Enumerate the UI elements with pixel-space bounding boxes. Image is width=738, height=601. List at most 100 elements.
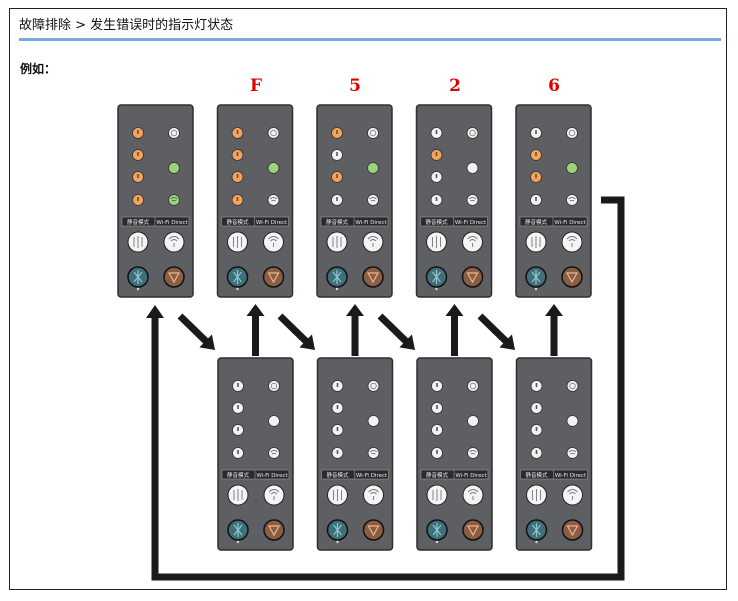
control-panel-top-0: 静音模式 Wi-Fi Direct: [117, 104, 194, 298]
quiet-mode-label: 静音模式: [226, 218, 249, 226]
wifi-direct-icon: [268, 489, 280, 500]
led-glyph: [236, 152, 239, 156]
led-glyph: [336, 152, 338, 156]
power-led-icon: [168, 127, 180, 139]
sleep-icon: [367, 415, 380, 427]
led-glyph: [436, 383, 438, 387]
start-dot: [335, 287, 339, 291]
wifi-direct-button: [263, 231, 284, 253]
loop-arrow: [151, 196, 625, 581]
panel-body: [217, 357, 294, 551]
loop-arrow-head: [146, 305, 164, 318]
quiet-mode-icon: [531, 236, 541, 248]
start-icon: [532, 523, 541, 537]
wifi-direct-button: [362, 231, 384, 253]
cancel-icon: [267, 272, 280, 284]
quiet-mode-label: 静音模式: [127, 218, 150, 226]
start-dot: [336, 540, 339, 544]
example-label: 例如：: [20, 62, 57, 76]
up-arrow-4: [550, 314, 558, 356]
quiet-mode-icon: [333, 489, 342, 501]
led-glyph: [436, 427, 438, 431]
wifi-glyph: [568, 197, 576, 202]
breadcrumb: 故障排除 > 发生错误时的指示灯状态: [19, 18, 234, 33]
quiet-mode-label: 静音模式: [525, 218, 548, 226]
led-glyph: [535, 383, 538, 387]
up-arrow-2: [351, 314, 359, 356]
up-arrow-3: [451, 314, 458, 356]
wifi-glyph: [369, 450, 378, 455]
quiet-mode-label: 静音模式: [326, 218, 349, 226]
led-glyph: [336, 405, 339, 409]
cancel-button: [461, 266, 484, 288]
label-strip: [420, 469, 489, 480]
led-glyph: [436, 405, 438, 409]
led-glyph: [237, 450, 239, 454]
wifi-direct-label: Wi-Fi Direct: [455, 473, 487, 479]
wifi-glyph: [468, 197, 477, 202]
control-panel-top-2: 静音模式 Wi-Fi Direct: [316, 104, 393, 298]
wifi-direct-icon: [268, 236, 279, 247]
led-glyph: [237, 383, 239, 387]
wifi-direct-button: [263, 484, 285, 506]
panel-body: [216, 104, 294, 298]
label-strip: [320, 216, 389, 227]
power-led-ring: [469, 382, 477, 390]
panel-body: [415, 104, 493, 298]
power-led-icon: [566, 380, 579, 392]
sleep-icon: [467, 415, 479, 427]
power-led-ring: [369, 129, 377, 137]
cancel-icon: [565, 272, 579, 284]
power-led-icon: [467, 380, 479, 392]
up-arrow-1-head: [246, 304, 265, 316]
quiet-mode-label: 静音模式: [426, 471, 449, 479]
start-dot: [236, 287, 239, 291]
panel-body: [515, 104, 592, 298]
diag-arrow-3: [377, 313, 415, 350]
led-glyph: [535, 427, 538, 431]
up-arrow-3-head: [445, 304, 464, 316]
label-strip: [520, 469, 588, 480]
wifi-direct-icon: [367, 236, 379, 247]
label-strip: [321, 469, 389, 480]
led-glyph: [137, 174, 139, 178]
quiet-mode-icon: [233, 489, 243, 501]
panel-body: [316, 104, 393, 298]
cancel-icon: [466, 525, 480, 537]
led-glyph: [137, 197, 139, 201]
quiet-mode-icon: [432, 236, 441, 248]
quiet-mode-icon: [432, 489, 442, 501]
led-glyph: [535, 174, 537, 178]
control-panel-bottom-2: 静音模式 Wi-Fi Direct: [416, 357, 493, 551]
led-glyph: [137, 152, 139, 156]
start-dot: [535, 540, 538, 544]
wifi-direct-label: Wi-Fi Direct: [355, 220, 387, 226]
cancel-icon: [267, 525, 281, 537]
start-icon: [531, 270, 541, 284]
led-glyph: [237, 405, 239, 409]
wifi-glyph: [369, 197, 377, 202]
start-icon: [233, 523, 243, 537]
error-code-3: 2: [449, 76, 461, 96]
label-strip: [519, 216, 588, 227]
wifi-direct-label: Wi-Fi Direct: [156, 220, 188, 226]
start-dot: [435, 287, 438, 291]
start-dot: [534, 287, 538, 291]
start-dot: [136, 287, 140, 291]
up-arrow-2-head: [346, 304, 364, 316]
sleep-icon: [466, 162, 479, 174]
wifi-glyph: [469, 450, 477, 455]
wifi-direct-icon: [368, 489, 379, 500]
quiet-mode-icon: [332, 236, 342, 248]
wifi-direct-button: [163, 231, 185, 253]
led-glyph: [535, 197, 537, 201]
cancel-button: [362, 519, 385, 541]
start-icon: [333, 523, 342, 537]
led-glyph: [137, 130, 139, 134]
start-dot: [236, 540, 240, 544]
diag-arrow-2: [277, 313, 315, 350]
power-led-ring: [568, 129, 576, 137]
